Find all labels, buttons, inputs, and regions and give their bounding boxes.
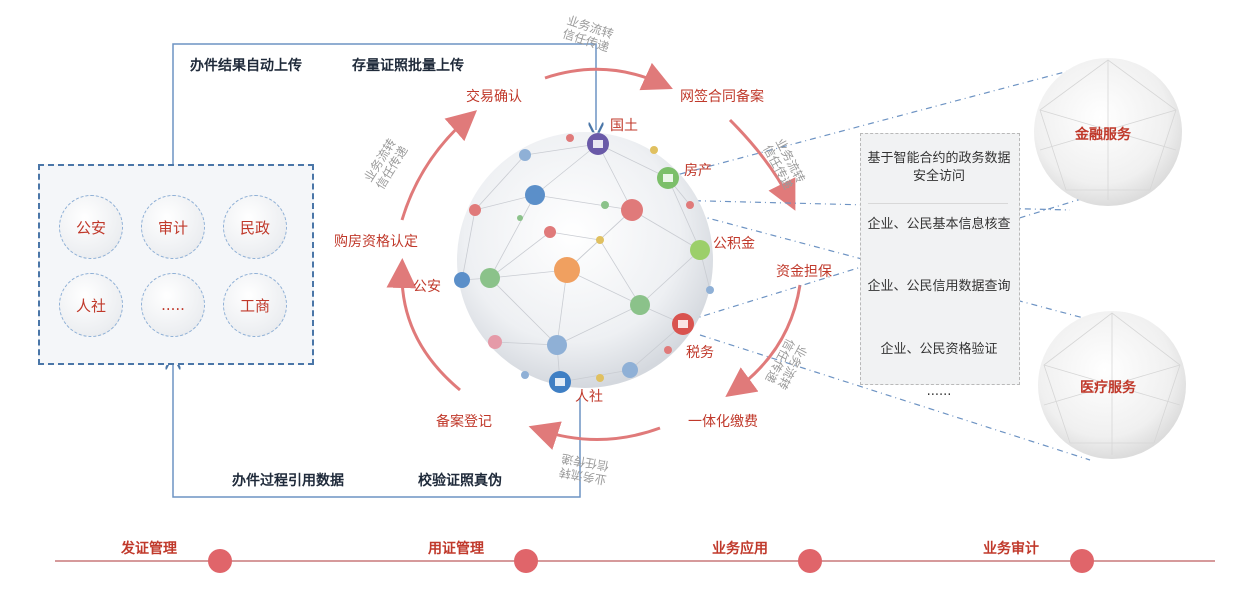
node-icons (549, 133, 710, 393)
node-housing-label: 房产 (684, 163, 712, 179)
service-qualification: 企业、公民资格验证 (880, 342, 998, 357)
network-sphere (457, 132, 713, 388)
upload-results-label: 办件结果自动上传 (190, 58, 302, 74)
dept-business-label: 工商 (239, 296, 270, 315)
dept-audit-label: 审计 (157, 218, 188, 237)
service-credit-query: 企业、公民信用数据查询 (867, 279, 1011, 294)
services-panel (860, 133, 1020, 385)
node-fund-label: 公积金 (713, 236, 755, 252)
quote-data-label: 办件过程引用数据 (232, 473, 344, 489)
medical-service-label: 医疗服务 (1080, 380, 1136, 396)
step-fund-guarantee: 资金担保 (776, 264, 832, 280)
upload-stock-label: 存量证照批量上传 (352, 58, 464, 74)
service-divider (868, 203, 1008, 204)
dept-audit[interactable]: 审计 (141, 195, 205, 259)
node-social-label: 人社 (575, 389, 603, 405)
network-dots (454, 134, 714, 382)
step-filing-registration: 备案登记 (436, 414, 492, 430)
network-mesh (461, 143, 711, 383)
step-trade-confirm: 交易确认 (466, 89, 522, 105)
upload-connector (172, 43, 596, 165)
service-contract-access: 基于智能合约的政务数据安全访问 (867, 151, 1011, 184)
dept-social-label: 人社 (75, 296, 106, 315)
timeline-label-issue: 发证管理 (121, 541, 177, 557)
dept-civil[interactable]: 民政 (223, 195, 287, 259)
service-more: ...... (926, 384, 952, 399)
finance-service-label: 金融服务 (1075, 127, 1131, 143)
timeline-label-audit: 业务审计 (983, 541, 1039, 557)
node-tax-label: 税务 (686, 345, 714, 361)
verify-label: 校验证照真伪 (418, 473, 502, 489)
step-integrated-payment: 一体化缴费 (688, 414, 758, 430)
dept-civil-label: 民政 (239, 218, 270, 237)
dept-police[interactable]: 公安 (59, 195, 123, 259)
step-qualification: 购房资格认定 (334, 234, 418, 250)
timeline-dot-use[interactable] (514, 549, 538, 573)
finance-ball (1034, 58, 1182, 206)
dept-social[interactable]: 人社 (59, 273, 123, 337)
timeline-dot-audit[interactable] (1070, 549, 1094, 573)
node-police-label: 公安 (413, 279, 441, 295)
dept-more-label: ..... (161, 296, 185, 314)
dept-police-label: 公安 (75, 218, 106, 237)
medical-ball (1038, 311, 1186, 459)
timeline-label-use: 用证管理 (428, 541, 484, 557)
fund-node-icon (690, 240, 710, 260)
timeline-dot-app[interactable] (798, 549, 822, 573)
timeline-label-app: 业务应用 (712, 541, 768, 557)
cycle-arcs (386, 62, 802, 450)
reference-connector (173, 362, 581, 498)
service-basic-info: 企业、公民基本信息核查 (867, 217, 1011, 232)
dept-more[interactable]: ..... (141, 273, 205, 337)
dept-business[interactable]: 工商 (223, 273, 287, 337)
node-land-label: 国土 (610, 118, 638, 134)
step-contract-filing: 网签合同备案 (680, 89, 764, 105)
timeline-dot-issue[interactable] (208, 549, 232, 573)
